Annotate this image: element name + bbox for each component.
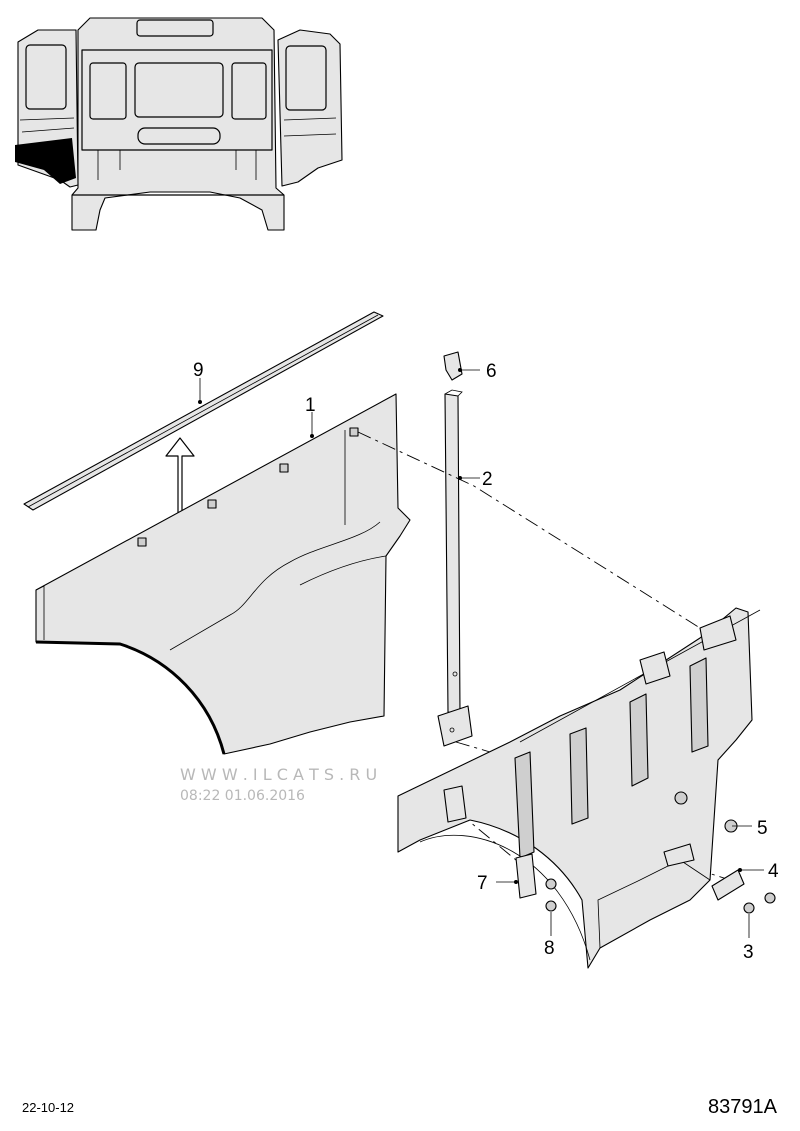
- part-3-bolt-upper: [764, 892, 776, 904]
- part-7-bracket: [515, 853, 537, 899]
- callout-2: 2: [482, 469, 493, 490]
- inner-wheelhouse-liner: [397, 607, 761, 969]
- assembly-arrow: [165, 437, 195, 520]
- callout-5: 5: [757, 818, 768, 839]
- watermark-site: W W W . I L C A T S . R U: [180, 765, 377, 784]
- callout-7: 7: [477, 873, 488, 894]
- vehicle-locator-illustration: [15, 17, 343, 231]
- part-1-side-panel: [35, 393, 411, 755]
- part-6-end-cap: [443, 351, 463, 381]
- callout-leaders: [198, 368, 764, 938]
- callout-labels: 9 1 2 6 5 4 3 7 8: [193, 360, 779, 963]
- callout-1: 1: [305, 395, 316, 416]
- fasteners: [515, 819, 776, 914]
- watermark: W W W . I L C A T S . R U 08:22 01.06.20…: [180, 765, 377, 804]
- part-2-upright-post: [437, 389, 473, 747]
- callout-8: 8: [544, 938, 555, 959]
- callout-3: 3: [743, 942, 754, 963]
- footer-date-code: 22-10-12: [22, 1100, 74, 1115]
- part-4-bracket: [711, 869, 745, 901]
- callout-9: 9: [193, 360, 204, 381]
- footer-drawing-number: 83791A: [708, 1096, 778, 1118]
- part-9-trim-strip: [23, 311, 384, 511]
- part-8-bolt: [545, 900, 557, 912]
- callout-6: 6: [486, 361, 497, 382]
- part-3-bolt: [743, 902, 755, 914]
- callout-4: 4: [768, 861, 779, 882]
- watermark-timestamp: 08:22 01.06.2016: [180, 788, 305, 804]
- part-8-bolt-upper: [545, 878, 557, 890]
